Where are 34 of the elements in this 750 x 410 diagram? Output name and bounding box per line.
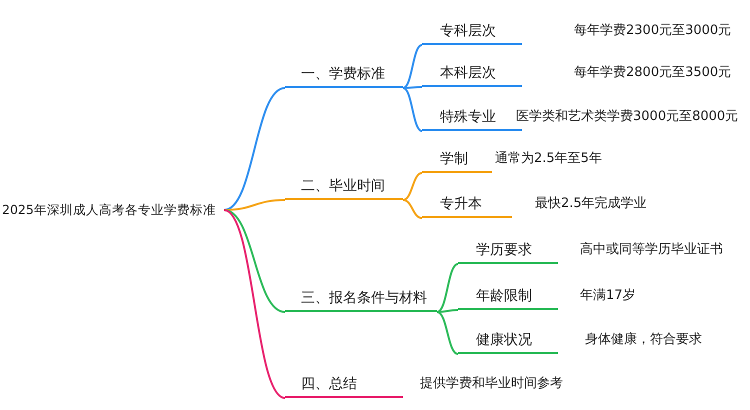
topic-detail: 最快2.5年完成学业 bbox=[535, 195, 647, 213]
branch-connector bbox=[402, 172, 422, 201]
branch-connector bbox=[402, 44, 422, 89]
branch-connector bbox=[402, 87, 422, 132]
topic-label: 一、学费标准 bbox=[301, 65, 385, 83]
topic-label: 学制 bbox=[440, 150, 468, 168]
topic-label: 专升本 bbox=[440, 195, 482, 213]
branch-connector bbox=[224, 199, 286, 211]
topic-label: 专科层次 bbox=[440, 22, 496, 40]
branch-connector bbox=[224, 209, 286, 399]
topic-detail: 医学类和艺术类学费3000元至8000元 bbox=[516, 108, 738, 126]
topic-label: 本科层次 bbox=[440, 64, 496, 82]
branch-connector bbox=[402, 86, 422, 89]
topic-detail: 身体健康，符合要求 bbox=[585, 331, 702, 349]
topic-label: 二、毕业时间 bbox=[301, 177, 385, 195]
topic-label: 特殊专业 bbox=[440, 108, 496, 126]
branch-connector bbox=[436, 263, 458, 313]
topic-detail: 每年学费2300元至3000元 bbox=[574, 22, 732, 40]
branch-connector bbox=[436, 311, 458, 355]
topic-label: 学历要求 bbox=[476, 241, 532, 259]
topic-detail: 提供学费和毕业时间参考 bbox=[420, 375, 563, 393]
branch-connector bbox=[224, 209, 286, 313]
topic-label: 健康状况 bbox=[476, 331, 532, 349]
topic-label: 三、报名条件与材料 bbox=[301, 289, 427, 307]
topic-detail: 年满17岁 bbox=[580, 287, 636, 305]
branch-connector bbox=[402, 199, 422, 219]
central-topic: 2025年深圳成人高考各专业学费标准 bbox=[2, 200, 224, 220]
topic-detail: 通常为2.5年至5年 bbox=[495, 150, 602, 168]
branch-connector bbox=[224, 87, 286, 211]
branch-connector bbox=[436, 309, 458, 313]
topic-label: 四、总结 bbox=[301, 375, 357, 393]
topic-detail: 高中或同等学历毕业证书 bbox=[580, 241, 723, 259]
topic-detail: 每年学费2800元至3500元 bbox=[574, 64, 732, 82]
topic-label: 年龄限制 bbox=[476, 287, 532, 305]
